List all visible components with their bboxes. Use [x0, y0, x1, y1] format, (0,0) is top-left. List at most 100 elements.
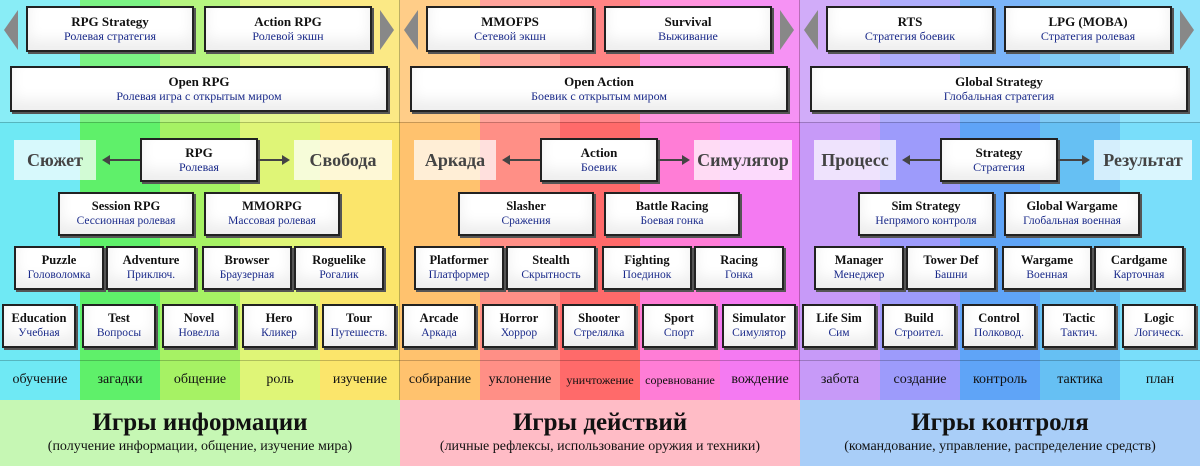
next-arrow-icon[interactable] [380, 10, 394, 50]
genre-name-ru: Кликер [261, 327, 297, 339]
next-arrow-icon[interactable] [780, 10, 794, 50]
category-footer: Игры информации(получение информации, об… [0, 400, 400, 466]
genre-name: Browser [224, 253, 270, 267]
activity-word: обучение [12, 372, 68, 387]
genre-name: Education [11, 311, 67, 325]
connector-line [658, 159, 684, 161]
side-label-left: Процесс [814, 140, 896, 180]
genre-name-ru: Боевик [580, 160, 618, 174]
previous-arrow-icon[interactable] [804, 10, 818, 50]
genre-name-ru: Спорт [663, 327, 695, 339]
arrow-left-icon [102, 155, 110, 165]
genre-name: RPG Strategy [71, 14, 149, 29]
connector-line [108, 159, 140, 161]
genre-name-ru: Приключ. [126, 269, 176, 281]
genre-name: Tactic [1062, 311, 1096, 325]
genre-name: Horror [499, 311, 539, 325]
connector-line [508, 159, 540, 161]
genre-name-ru: Ролевая стратегия [63, 29, 157, 43]
activity-word: изучение [332, 372, 388, 387]
arrow-right-icon [1082, 155, 1090, 165]
genre-name: RPG [185, 145, 213, 160]
genre-name-ru: Ролевая [179, 160, 219, 174]
connector-line [258, 159, 284, 161]
genre-name-ru: Вопросы [96, 327, 142, 339]
genre-name-ru: Строител. [894, 327, 944, 339]
category-subtitle: (командование, управление, распределение… [844, 439, 1156, 454]
genre-name-ru: Путешеств. [330, 327, 388, 339]
genre-name-ru: Глобальная военная [1023, 215, 1121, 227]
row-separator [0, 360, 1200, 361]
previous-arrow-icon[interactable] [4, 10, 18, 50]
genre-name: Logic [1144, 311, 1174, 325]
genre-name-ru: Боевик с открытым миром [531, 89, 667, 103]
row-separator [0, 122, 1200, 123]
genre-name: Arcade [419, 311, 459, 325]
genre-name-ru: Новелла [178, 327, 220, 339]
genre-name: Tower Def [923, 253, 979, 267]
genre-name-ru: Полковод. [974, 327, 1024, 339]
activity-word: забота [820, 372, 860, 387]
genre-box[interactable]: LPG (MOBA)Стратегия ролевая [1004, 6, 1172, 52]
genre-name: Simulator [732, 311, 786, 325]
genre-name: Fighting [624, 253, 670, 267]
genre-name: Tour [346, 311, 372, 325]
genre-name: Open Action [564, 74, 634, 89]
side-label-right: Результат [1094, 140, 1192, 180]
next-arrow-icon[interactable] [1180, 10, 1194, 50]
genre-name-ru: Стратегия [973, 160, 1025, 174]
connector-line [1058, 159, 1084, 161]
side-label-right: Свобода [294, 140, 392, 180]
panel-separator [399, 0, 400, 466]
genre-name: Test [108, 311, 130, 325]
genre-name-ru: Непрямого контроля [875, 215, 977, 227]
previous-arrow-icon[interactable] [404, 10, 418, 50]
genre-name: Action [580, 145, 618, 160]
genre-name: Battle Racing [635, 199, 709, 213]
